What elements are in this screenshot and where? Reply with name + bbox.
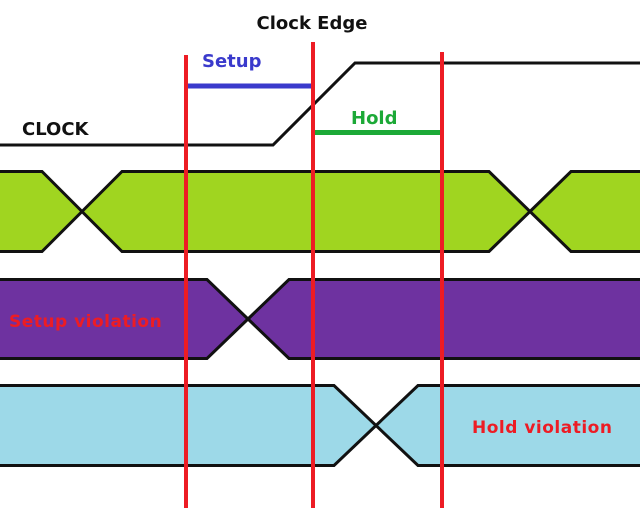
hold-violation-label: Hold violation bbox=[472, 418, 613, 438]
data-valid-signal bbox=[0, 170, 640, 253]
setup-label: Setup bbox=[202, 51, 262, 72]
data-valid-segment-left bbox=[0, 170, 85, 253]
clock-edge-title: Clock Edge bbox=[256, 13, 368, 34]
hold-label: Hold bbox=[351, 108, 398, 129]
data-valid-segment-middle bbox=[79, 170, 533, 253]
data-valid-segment-right bbox=[527, 170, 640, 253]
clock-signal-label: CLOCK bbox=[22, 119, 89, 140]
setup-violation-label: Setup violation bbox=[9, 312, 163, 332]
